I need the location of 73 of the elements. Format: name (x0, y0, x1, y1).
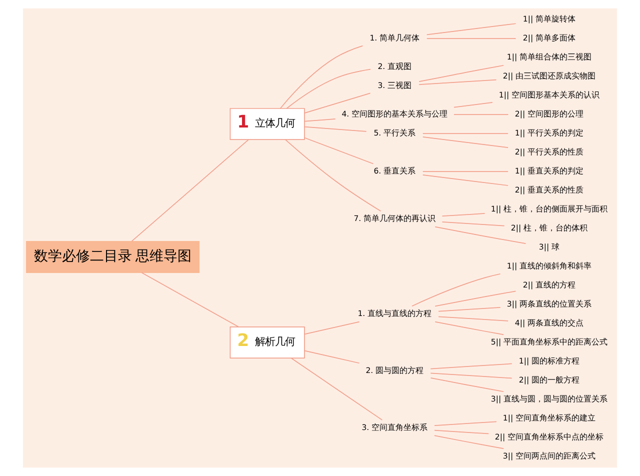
node-box: 2 解析几何 (230, 326, 305, 358)
connector (454, 102, 493, 108)
node-box: 数学必修二目录 思维导图 (26, 241, 200, 273)
node-text: 2|| 柱，锥，台的体积 (510, 223, 588, 232)
node-text: 1|| 直线的倾斜角和斜率 (506, 261, 592, 270)
connector (422, 136, 508, 148)
node-text: 3|| 直线与圆，圆与圆的位置关系 (490, 394, 608, 404)
node-text: 4|| 两条直线的交点 (514, 318, 584, 328)
node-text: 5. 平行关系 (374, 128, 416, 138)
node-text: 2|| 平行关系的性质 (514, 147, 584, 156)
node-box: 1 立体几何 (230, 108, 305, 140)
connector (434, 421, 497, 426)
node-text: 1. 直线与直线的方程 (358, 308, 432, 318)
connector (286, 68, 371, 109)
connector (434, 290, 516, 307)
connector (430, 377, 504, 392)
node-text: 1|| 平行关系的判定 (514, 128, 584, 138)
node-text: 5|| 平面直角坐标系中的距离公式 (490, 337, 608, 346)
connector (438, 307, 501, 312)
connector (280, 45, 364, 109)
connector (418, 79, 497, 86)
connector (434, 430, 490, 434)
connector (304, 126, 367, 132)
node-text: 2|| 直线的方程 (522, 280, 576, 290)
connector (304, 118, 336, 122)
connector (422, 174, 508, 186)
node-text: 2|| 由三试图还原成实物图 (502, 71, 596, 80)
node-text: 1|| 垂直关系的判定 (514, 166, 584, 176)
node-text: 2|| 圆的一般方程 (518, 375, 580, 384)
connector (454, 114, 509, 115)
connector (304, 350, 360, 364)
connector (290, 358, 383, 420)
node-text: 2|| 空间图形的公理 (514, 109, 584, 118)
node-text: 1|| 圆的标准方程 (518, 356, 580, 366)
node-text: 2|| 垂直关系的性质 (514, 185, 584, 194)
connector (430, 363, 512, 370)
node-text: 3|| 两条直线的位置关系 (506, 299, 592, 308)
node-text: 4. 空间图形的基本关系与公理 (342, 109, 448, 118)
connector (285, 139, 382, 212)
connector (412, 273, 501, 307)
node-text: 3. 三视图 (378, 80, 412, 90)
node-text: 1|| 简单组合体的三视图 (506, 52, 592, 62)
connector (141, 272, 240, 328)
connector (442, 213, 486, 217)
node-text: 1|| 简单旋转体 (522, 14, 576, 24)
node-text: 3|| 空间两点间的距离公式 (502, 451, 596, 460)
connector (304, 321, 360, 335)
connector (304, 137, 374, 164)
connector (131, 139, 250, 242)
connector (434, 321, 504, 336)
connector (426, 23, 516, 36)
node-text: 6. 垂直关系 (374, 166, 416, 176)
node-text: 2. 直观图 (378, 62, 412, 71)
node-text: 1|| 柱，锥，台的侧面展开与面积 (490, 204, 608, 214)
connector (422, 171, 508, 172)
connector (434, 435, 504, 450)
node-text: 1|| 空间直角坐标系的建立 (502, 413, 596, 422)
connector (422, 133, 508, 134)
node-text: 7. 简单几何体的再认识 (354, 214, 436, 223)
connector (304, 92, 371, 114)
connector (418, 64, 504, 82)
connector (426, 38, 516, 39)
node-text: 2|| 空间直角坐标系中点的坐标 (494, 432, 604, 442)
node-text: 3|| 球 (538, 242, 560, 252)
node-text: 2. 圆与圆的方程 (366, 366, 424, 375)
node-text: 3. 空间直角坐标系 (362, 422, 428, 432)
node-text: 1. 简单几何体 (370, 33, 420, 42)
node-text: 1|| 空间图形基本关系的认识 (498, 90, 600, 100)
connector (434, 226, 526, 244)
connector (438, 316, 508, 322)
connector (430, 372, 512, 379)
connector (442, 221, 505, 226)
node-text: 2|| 简单多面体 (522, 33, 576, 42)
